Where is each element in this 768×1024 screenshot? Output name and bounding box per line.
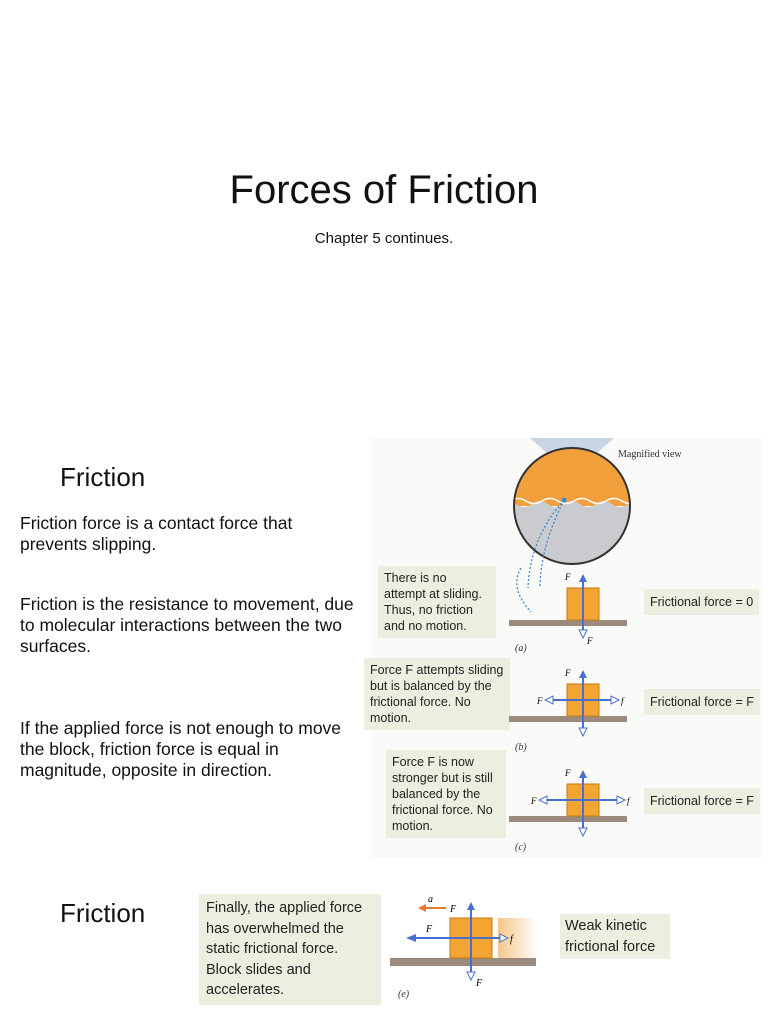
result-panel-e: Weak kinetic frictional force — [560, 914, 670, 959]
svg-text:F: F — [530, 796, 537, 806]
svg-text:f: f — [627, 796, 631, 806]
block-diagram-a: F F — [509, 568, 627, 646]
note-panel-c: Force F is now stronger but is still bal… — [386, 750, 506, 838]
section-heading-friction-2: Friction — [60, 898, 146, 928]
caption-e: (e) — [398, 989, 410, 1000]
svg-text:F: F — [536, 696, 543, 706]
ground-c — [509, 816, 627, 822]
note-panel-b: Force F attempts sliding but is balanced… — [364, 658, 510, 730]
magnifier-circle — [513, 447, 631, 565]
svg-text:f: f — [510, 934, 514, 945]
caption-a: (a) — [515, 643, 527, 654]
block-diagram-e: a F F f F — [390, 894, 538, 989]
svg-text:F: F — [449, 904, 457, 915]
result-panel-a: Frictional force = 0 — [644, 589, 760, 615]
svg-text:F: F — [564, 768, 571, 778]
svg-text:F: F — [425, 924, 433, 935]
magnified-view-label: Magnified view — [618, 449, 682, 460]
svg-text:a: a — [428, 894, 433, 905]
result-panel-c: Frictional force = F — [644, 788, 760, 814]
paragraph-applied-force: If the applied force is not enough to mo… — [20, 718, 342, 780]
svg-text:f: f — [621, 696, 625, 706]
note-panel-a: There is no attempt at sliding. Thus, no… — [378, 566, 496, 638]
svg-text:F: F — [564, 572, 571, 582]
note-panel-e: Finally, the applied force has overwhelm… — [199, 894, 381, 1005]
block-diagram-b: F f F — [509, 668, 627, 738]
ground-b — [509, 716, 627, 722]
magnified-view-diagram — [513, 438, 631, 589]
svg-text:F: F — [564, 668, 571, 678]
slide-title: Forces of Friction — [229, 168, 539, 212]
svg-text:F: F — [475, 978, 483, 989]
ground-e — [390, 958, 536, 966]
block-diagram-c: F f F — [509, 768, 631, 838]
magnified-floor-surface — [514, 501, 630, 564]
caption-b: (b) — [515, 742, 527, 753]
result-panel-b: Frictional force = F — [644, 689, 760, 715]
ground-a — [509, 620, 627, 626]
section-heading-friction: Friction — [60, 462, 146, 492]
svg-text:F: F — [586, 636, 593, 646]
paragraph-resistance: Friction is the resistance to movement, … — [20, 594, 354, 656]
paragraph-contact-force: Friction force is a contact force that p… — [20, 513, 293, 554]
slide-subtitle: Chapter 5 continues. — [314, 230, 454, 247]
caption-c: (c) — [515, 842, 527, 853]
magnifier-cone — [530, 438, 614, 454]
